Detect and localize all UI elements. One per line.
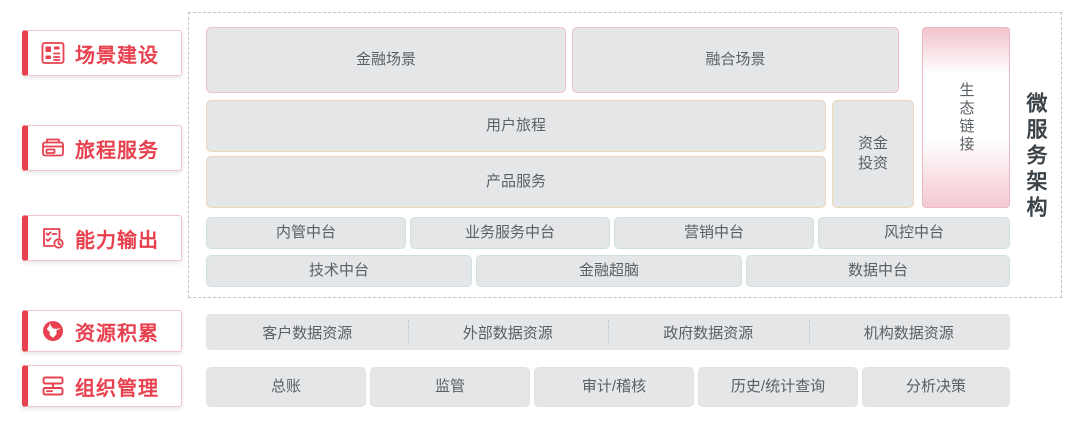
journey-box-user-journey[interactable]: 用户旅程: [206, 100, 826, 152]
sidebar-item-scene-construction[interactable]: 场景建设: [22, 30, 182, 76]
box-label: 总账: [270, 377, 301, 395]
scene-box-financial[interactable]: 金融场景: [206, 27, 566, 93]
capability-box-risk-control[interactable]: 风控中台: [818, 217, 1010, 249]
box-label: 资金投资: [858, 134, 889, 172]
capability-box-internal-management[interactable]: 内管中台: [206, 217, 406, 249]
organization-box-supervision[interactable]: 监管: [370, 367, 530, 407]
box-label: 内管中台: [275, 223, 336, 241]
ecosystem-link-box[interactable]: 生态链接: [922, 27, 1010, 208]
resource-cell-institution[interactable]: 机构数据资源: [808, 315, 1010, 349]
cell-label: 客户数据资源: [262, 324, 353, 342]
box-label: 营销中台: [683, 223, 744, 241]
organization-box-audit[interactable]: 审计/稽核: [534, 367, 694, 407]
cell-label: 外部数据资源: [462, 324, 553, 342]
box-label: 历史/统计查询: [730, 377, 826, 395]
sidebar-item-label: 能力输出: [75, 229, 159, 252]
capability-box-technology[interactable]: 技术中台: [206, 255, 472, 287]
label-text: 微服务架构: [1024, 92, 1047, 222]
box-label: 产品服务: [485, 172, 546, 190]
card-ticket-icon: [38, 133, 68, 163]
dashboard-layout-icon: [38, 38, 68, 68]
sidebar-item-label: 旅程服务: [75, 139, 159, 162]
sidebar-item-journey-service[interactable]: 旅程服务: [22, 125, 182, 171]
capability-box-marketing[interactable]: 营销中台: [614, 217, 814, 249]
sidebar-item-organization-management[interactable]: 组织管理: [22, 365, 182, 407]
resource-cell-government[interactable]: 政府数据资源: [608, 315, 809, 349]
journey-box-product-service[interactable]: 产品服务: [206, 156, 826, 208]
box-label: 监管: [434, 377, 465, 395]
box-label: 业务服务中台: [464, 223, 555, 241]
resource-row: 客户数据资源 外部数据资源 政府数据资源 机构数据资源: [206, 314, 1010, 350]
organization-box-analysis-decision[interactable]: 分析决策: [862, 367, 1010, 407]
globe-icon: [38, 316, 68, 346]
funds-investment-box[interactable]: 资金投资: [832, 100, 914, 208]
microservice-architecture-label: 微服务架构: [1016, 27, 1054, 287]
box-label: 审计/稽核: [581, 377, 647, 395]
resource-cell-customer[interactable]: 客户数据资源: [207, 315, 408, 349]
sidebar-item-label: 场景建设: [75, 44, 159, 67]
box-label: 金融场景: [355, 50, 416, 68]
box-label: 风控中台: [883, 223, 944, 241]
capability-box-financial-brain[interactable]: 金融超脑: [476, 255, 742, 287]
sidebar: 场景建设 旅程服务 能力输出: [0, 0, 190, 441]
capability-box-data[interactable]: 数据中台: [746, 255, 1010, 287]
box-label: 生态链接: [957, 81, 975, 154]
box-label: 金融超脑: [578, 261, 639, 279]
box-label: 数据中台: [847, 261, 908, 279]
cell-label: 机构数据资源: [863, 324, 954, 342]
capability-box-business-service[interactable]: 业务服务中台: [410, 217, 610, 249]
box-label: 技术中台: [308, 261, 369, 279]
sidebar-item-label: 资源积累: [75, 322, 159, 345]
box-label: 用户旅程: [485, 116, 546, 134]
sidebar-item-resource-accumulation[interactable]: 资源积累: [22, 310, 182, 352]
sidebar-item-label: 组织管理: [75, 377, 159, 400]
scene-box-integrated[interactable]: 融合场景: [572, 27, 899, 93]
checklist-clock-icon: [38, 223, 68, 253]
resource-cell-external[interactable]: 外部数据资源: [407, 315, 609, 349]
microservice-dashed-container: [188, 12, 1062, 298]
cell-label: 政府数据资源: [663, 324, 754, 342]
box-label: 分析决策: [905, 377, 966, 395]
organization-box-history-statistics[interactable]: 历史/统计查询: [698, 367, 858, 407]
box-label: 融合场景: [705, 50, 766, 68]
sidebar-item-capability-output[interactable]: 能力输出: [22, 215, 182, 261]
org-chart-icon: [38, 371, 68, 401]
organization-box-general-ledger[interactable]: 总账: [206, 367, 366, 407]
